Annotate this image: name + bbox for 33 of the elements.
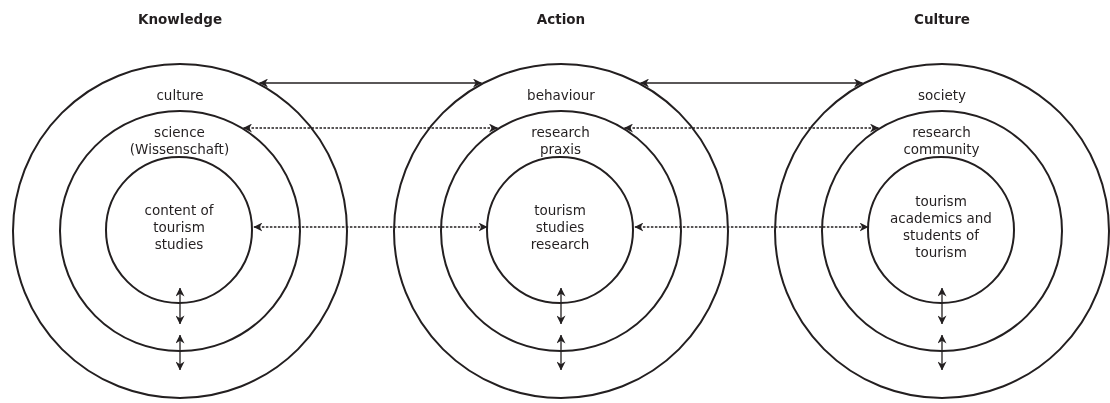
outer-circle: [393, 63, 729, 399]
column-heading: Knowledge: [137, 11, 223, 27]
double-arrow: [639, 78, 864, 88]
double-arrow: [556, 334, 566, 371]
circle-label: tourism academics and students of tourism: [889, 192, 993, 261]
dashed-double-arrow: [242, 123, 499, 133]
double-arrow: [258, 78, 483, 88]
outer-circle: [774, 63, 1110, 399]
inner-circle: [486, 156, 634, 304]
double-arrow: [556, 287, 566, 325]
column-heading: Action: [536, 11, 586, 27]
circle-label: science (Wissenschaft): [128, 123, 231, 158]
double-arrow: [937, 334, 947, 371]
middle-circle: [820, 109, 1063, 352]
dashed-double-arrow: [623, 123, 880, 133]
dashed-double-arrow: [634, 222, 869, 232]
circle-label: research community: [902, 123, 981, 158]
circle-label: content of tourism studies: [143, 201, 215, 253]
inner-circle: [867, 156, 1015, 304]
inner-circle: [105, 156, 253, 304]
circle-label: behaviour: [526, 87, 596, 104]
double-arrow: [175, 287, 185, 325]
middle-circle: [58, 109, 301, 352]
circle-label: tourism studies research: [529, 201, 591, 253]
middle-circle: [439, 109, 682, 352]
column-heading: Culture: [914, 11, 970, 27]
circle-label: culture: [155, 87, 205, 104]
double-arrow: [937, 287, 947, 325]
outer-circle: [12, 63, 348, 399]
double-arrow: [175, 334, 185, 371]
dashed-double-arrow: [253, 222, 488, 232]
circle-label: society: [916, 87, 968, 104]
circle-label: research praxis: [530, 123, 591, 158]
